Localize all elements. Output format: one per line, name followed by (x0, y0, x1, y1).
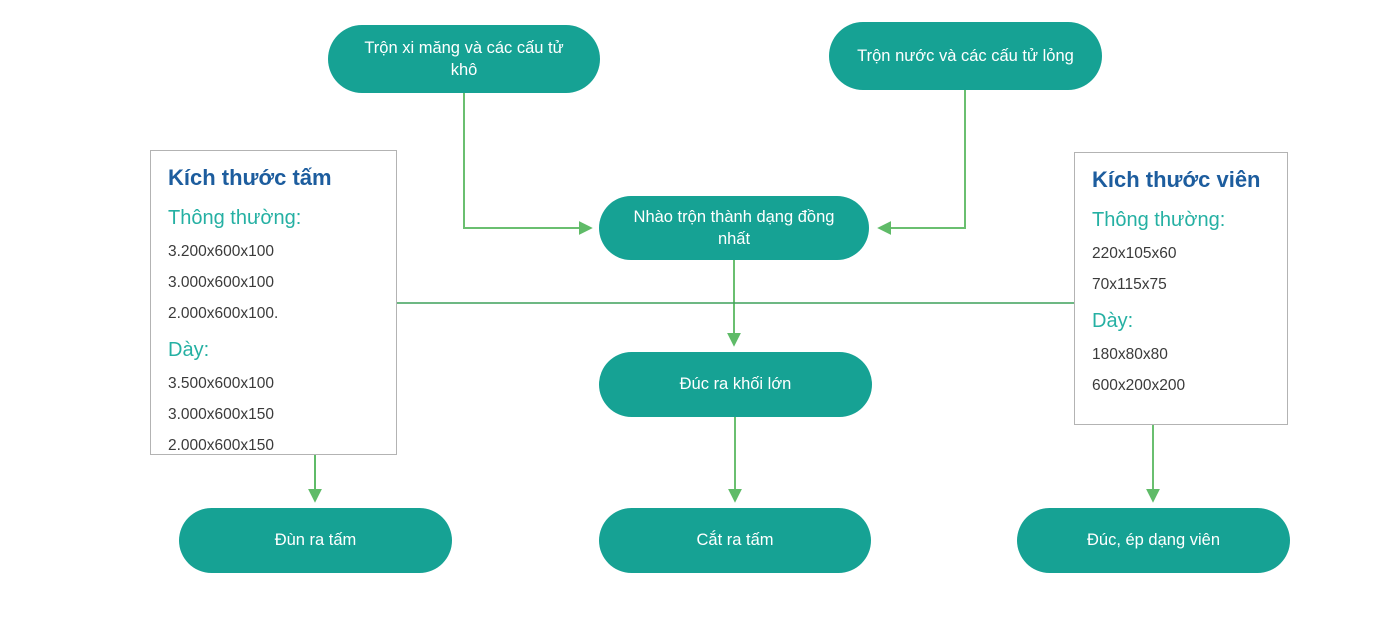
brick-size-value: 180x80x80 (1092, 346, 1168, 363)
panel-brick-title: Kích thước viên (1092, 167, 1261, 192)
sheet-size-value: 2.000x600x150 (168, 437, 275, 454)
sheet-size-value: 3.200x600x100 (168, 243, 275, 260)
arrow-mixdry-to-knead (463, 93, 593, 235)
node-mix-dry-label: Trộn xi măng và các cấu tử khô (364, 38, 564, 79)
sheet-size-value: 3.500x600x100 (168, 375, 275, 392)
node-press-brick-label: Đúc, ép dạng viên (1086, 531, 1220, 550)
node-cut-sheet: Cắt ra tấm (599, 508, 871, 573)
sheet-size-value: 3.000x600x150 (168, 406, 275, 423)
node-cast-block-label: Đúc ra khối lớn (679, 375, 792, 394)
brick-size-value: 220x105x60 (1092, 245, 1177, 262)
node-mix-wet-label: Trộn nước và các cấu tử lỏng (857, 46, 1074, 65)
panel-sheet-title: Kích thước tấm (168, 165, 332, 190)
panel-brick-normal-label: Thông thường: (1092, 209, 1226, 231)
node-knead: Nhào trộn thành dạng đồng nhất (599, 196, 869, 260)
node-mix-dry: Trộn xi măng và các cấu tử khô (328, 25, 600, 93)
arrow-mixwet-to-knead (877, 90, 966, 235)
sheet-size-value: 3.000x600x100 (168, 274, 275, 291)
panel-sheet-thick-label: Dày: (168, 339, 210, 361)
node-press-brick: Đúc, ép dạng viên (1017, 508, 1290, 573)
node-cast-block: Đúc ra khối lớn (599, 352, 872, 417)
panel-sheet-sizes: Kích thước tấm Thông thường: 3.200x600x1… (150, 150, 397, 455)
brick-size-value: 600x200x200 (1092, 377, 1186, 394)
node-extrude-sheet: Đùn ra tấm (179, 508, 452, 573)
brick-size-value: 70x115x75 (1092, 276, 1167, 293)
panel-sheet-normal-label: Thông thường: (168, 207, 302, 229)
panel-brick-sizes: Kích thước viên Thông thường: 220x105x60… (1074, 152, 1288, 425)
node-extrude-sheet-label: Đùn ra tấm (274, 531, 357, 550)
panel-brick-thick-label: Dày: (1092, 310, 1134, 332)
node-mix-wet: Trộn nước và các cấu tử lỏng (829, 22, 1102, 90)
node-cut-sheet-label: Cắt ra tấm (696, 531, 774, 550)
node-knead-label: Nhào trộn thành dạng đồng nhất (633, 207, 835, 248)
sheet-size-value: 2.000x600x100. (168, 305, 279, 322)
